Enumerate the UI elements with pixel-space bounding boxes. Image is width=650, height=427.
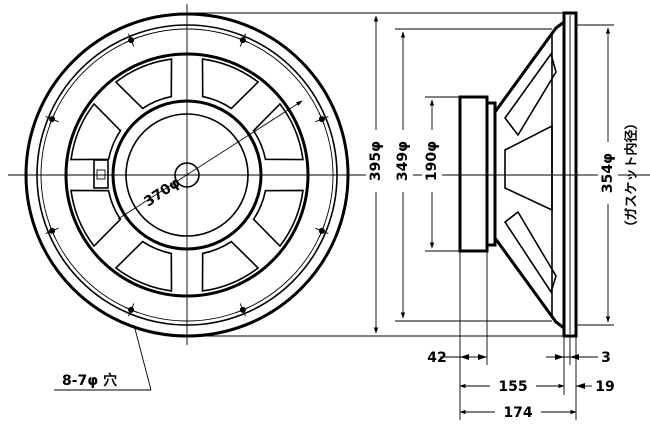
dim-label-3: 3 [601,350,611,366]
side-view [400,11,650,338]
bolt-circle-label: 370φ [141,175,183,211]
bolt-hole [124,33,138,47]
dim-label-174: 174 [503,405,532,421]
bolt-hole [236,303,250,317]
gasket-note: （ガスケット内径） [624,116,640,233]
bolt-circle [40,28,334,322]
magnet-inner [125,113,249,237]
basket-window [201,58,260,110]
dim-label-19: 19 [595,379,614,395]
bolt-circle-leader [117,100,303,220]
hole-leader-line [133,324,152,391]
dim-label-155: 155 [498,379,527,395]
basket-window [252,102,304,161]
pole-piece [174,162,200,188]
magnet-outer [111,99,263,251]
basket-rim [64,52,310,298]
basket-window-middle [504,124,553,212]
bolt-hole [315,112,329,126]
bolt-hole [315,224,329,238]
bolt-hole [45,112,59,126]
top-plate-side [485,101,497,247]
dim-label-42: 42 [427,350,446,366]
basket-window [114,58,173,110]
bolt-hole [236,33,250,47]
magnet-side [458,95,489,253]
bolt-holes [45,33,329,317]
basket-window [70,189,122,248]
bolt-hole [124,303,138,317]
front-view: 370φ 8-7φ 穴 [8,4,370,391]
dim-label-354: 354φ [600,153,616,193]
basket-window [70,102,122,161]
dim-label-349: 349φ [395,141,411,181]
terminal-contact [96,169,106,180]
dim-label-190: 190φ [424,141,440,181]
basket-window [114,240,173,292]
bolt-hole [45,224,59,238]
basket-outline [493,20,565,330]
basket-window-bottom [503,210,557,294]
dim-label-395: 395φ [368,141,384,181]
hole-note: 8-7φ 穴 [62,372,117,389]
basket-window [252,189,304,248]
terminal-block [93,159,109,189]
basket-window-top [504,52,557,137]
basket-window [201,240,260,292]
frame-flange-ring [36,24,338,326]
basket-spokes [70,58,304,292]
dimensions: 395φ 349φ 190φ 354φ （ガスケット内径） 42 3 [187,12,640,421]
